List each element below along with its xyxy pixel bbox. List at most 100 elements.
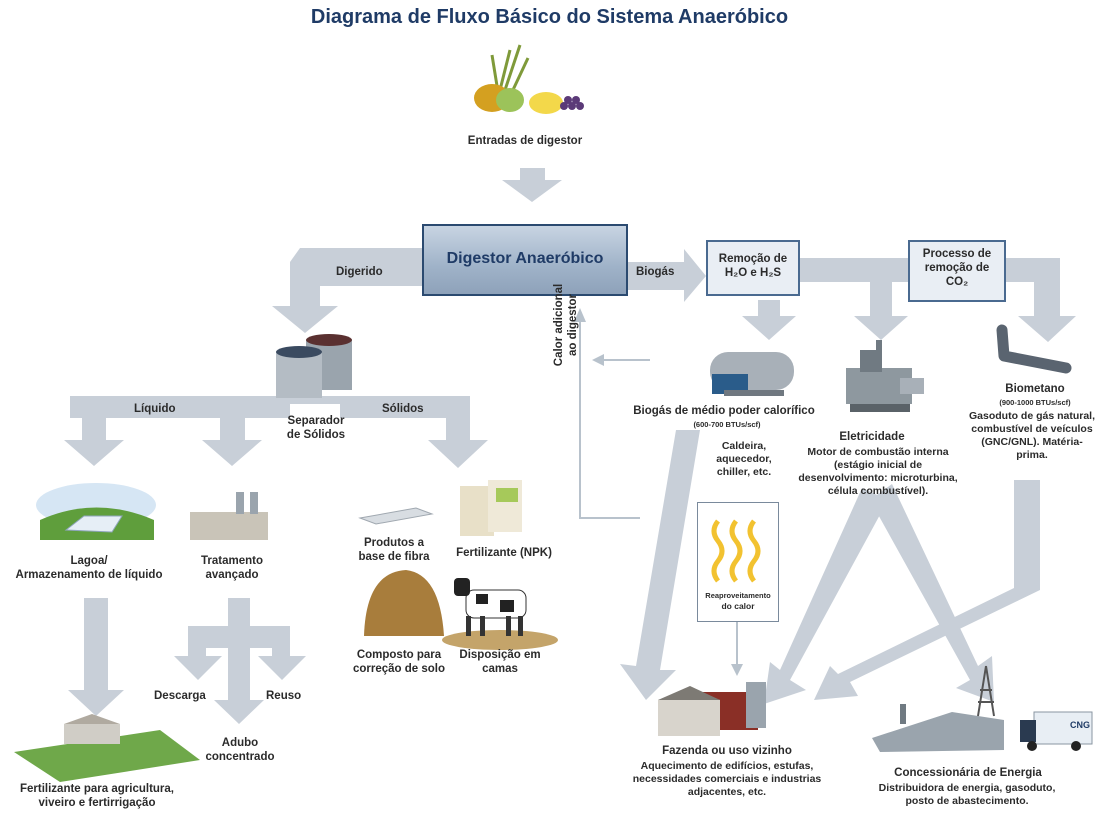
arrow-inputs-to-digestor (502, 168, 562, 202)
caldeira-line2: aquecedor, (716, 453, 772, 465)
tratamento-line2: avançado (205, 569, 259, 581)
factory-icon (190, 492, 268, 540)
adubo-line2: concentrado (205, 751, 275, 763)
motor-line1: Motor de combustão interna (807, 446, 949, 458)
calor-feedback-head (574, 308, 586, 322)
heat-waves-icon (711, 519, 761, 583)
fert-agri-line1: Fertilizante para agricultura, (19, 783, 174, 795)
cng-truck-icon (1020, 711, 1093, 751)
remocao-co2-box: Processo de remoção de CO₂ (908, 240, 1006, 302)
descarga-label: Descarga (154, 690, 206, 702)
caldeira-line1: Caldeira, (721, 440, 767, 452)
digestor-box: Digestor Anaeróbico (422, 224, 628, 296)
concessionaria-line3: posto de abastecimento. (905, 795, 1029, 807)
calor-feedback-line (579, 318, 640, 519)
cheese-icon (529, 92, 563, 114)
reaproveitamento-line2: do calor (721, 601, 755, 611)
separador-line1: Separador (287, 415, 345, 427)
reaproveitamento-line1: Reaproveitamento (705, 591, 771, 600)
compost-pile-icon (364, 570, 444, 636)
calor-adicional-line2: ao digestor (567, 294, 579, 356)
arrow-to-biogas-medio (742, 300, 796, 340)
adubo-label: Adubo concentrado (192, 736, 288, 764)
lagoa-line1: Lagoa/ (70, 555, 108, 567)
lagoon-icon (36, 483, 156, 540)
tratamento-label: Tratamento avançado (182, 554, 282, 582)
arrow-lagoa-to-fert (68, 598, 124, 716)
concessionaria-line2: Distribuidora de energia, gasoduto, (878, 782, 1056, 794)
feedback-lines (579, 318, 738, 668)
remocao-h2o-line1: Remoção de (718, 253, 788, 265)
composto-label: Composto para correção de solo (344, 648, 454, 676)
digerido-label: Digerido (336, 266, 383, 278)
biogas-medio-btu: (600-700 BTUs/scf) (693, 420, 761, 429)
reaproveitamento-box: Reaproveitamento do calor (697, 502, 779, 622)
cng-truck-label: CNG (1070, 720, 1090, 730)
fibra-label: Produtos a base de fibra (344, 536, 444, 564)
gasoduto-label: Gasoduto de gás natural, combustível de … (968, 410, 1096, 462)
fazenda-line4: adjacentes, etc. (687, 786, 767, 798)
caldeira-label: Caldeira, aquecedor, chiller, etc. (694, 440, 794, 479)
inputs-illustration (474, 44, 584, 114)
separador-label: Separador de Sólidos (280, 414, 352, 442)
motor-line4: célula combustível). (827, 485, 929, 497)
reaproveitamento-arrow-head (731, 664, 743, 676)
biometano-label: Biometano (1005, 383, 1065, 395)
fazenda-label: Fazenda ou uso vizinho (662, 745, 792, 757)
biogas-label: Biogás (636, 266, 675, 278)
calor-adicional-label: Calor adicional ao digestor (552, 280, 580, 370)
gasoduto-line3: (GNC/GNL). Matéria-prima. (981, 436, 1083, 461)
separador-line2: de Sólidos (286, 429, 346, 441)
engine-icon (846, 340, 924, 412)
diagram-title: Diagrama de Fluxo Básico do Sistema Anae… (310, 6, 789, 28)
remocao-co2-line2: remoção de (924, 262, 990, 274)
composto-line1: Composto para (356, 649, 442, 661)
arrow-medio-to-fazenda (620, 430, 700, 700)
adubo-line1: Adubo (221, 737, 259, 749)
eletricidade-label: Eletricidade (839, 431, 905, 443)
boiler-icon (710, 352, 794, 396)
arrow-to-biometano (1005, 258, 1076, 342)
arrow-h2o-to-co2 (800, 258, 908, 282)
caldeira-line3: chiller, etc. (716, 466, 772, 478)
utility-plant-icon (872, 665, 1004, 752)
arrow-biometano-to-concessionaria (814, 480, 1040, 700)
biogas-medio-label: Biogás de médio poder calorífico (633, 405, 815, 417)
tratamento-line1: Tratamento (201, 555, 263, 567)
fibra-line2: base de fibra (358, 551, 430, 563)
arrow-eletricidade-to-concessionaria (870, 484, 994, 702)
fazenda-line2: Aquecimento de edifícios, estufas, (640, 760, 814, 772)
motor-line2: (estágio inicial de (833, 459, 923, 471)
remocao-co2-line1: Processo de (922, 248, 992, 260)
pipeline-icon (996, 324, 1072, 374)
solidos-label: Sólidos (382, 403, 424, 415)
calor-adicional-line1: Calor adicional (553, 283, 565, 367)
lagoa-line2: Armazenamento de líquido (15, 569, 163, 581)
reuso-label: Reuso (266, 690, 302, 702)
fazenda-desc: Aquecimento de edifícios, estufas, neces… (608, 760, 846, 799)
motor-line3: desenvolvimento: microturbina, (798, 472, 958, 484)
arrow-eletricidade-to-fazenda (764, 488, 888, 704)
camas-line2: camas (482, 663, 518, 675)
arrow-to-eletricidade (854, 282, 908, 340)
npk-label: Fertilizante (NPK) (456, 547, 552, 559)
arrow-biogas (628, 249, 706, 302)
fert-agri-label: Fertilizante para agricultura, viveiro e… (2, 782, 192, 810)
remocao-co2-line3: CO₂ (945, 276, 969, 288)
lagoa-label: Lagoa/ Armazenamento de líquido (4, 554, 174, 582)
calor-arrow-head (592, 354, 604, 366)
camas-label: Disposição em camas (450, 648, 550, 676)
biometano-btu: (900-1000 BTUs/scf) (999, 398, 1071, 407)
remocao-h2o-line2: H₂O e H₂S (724, 267, 782, 279)
flow-arrows (64, 168, 1076, 724)
gasoduto-line2: combustível de veículos (971, 423, 1093, 435)
farm-buildings-icon (658, 682, 766, 736)
separator-tanks-icon (276, 334, 352, 398)
camas-line1: Disposição em (459, 649, 541, 661)
farm-field-icon (14, 714, 200, 782)
fertilizer-bags-icon (460, 480, 522, 536)
grapes-icon (560, 96, 584, 110)
cow-icon (442, 578, 558, 650)
feedback-heads (574, 308, 743, 676)
